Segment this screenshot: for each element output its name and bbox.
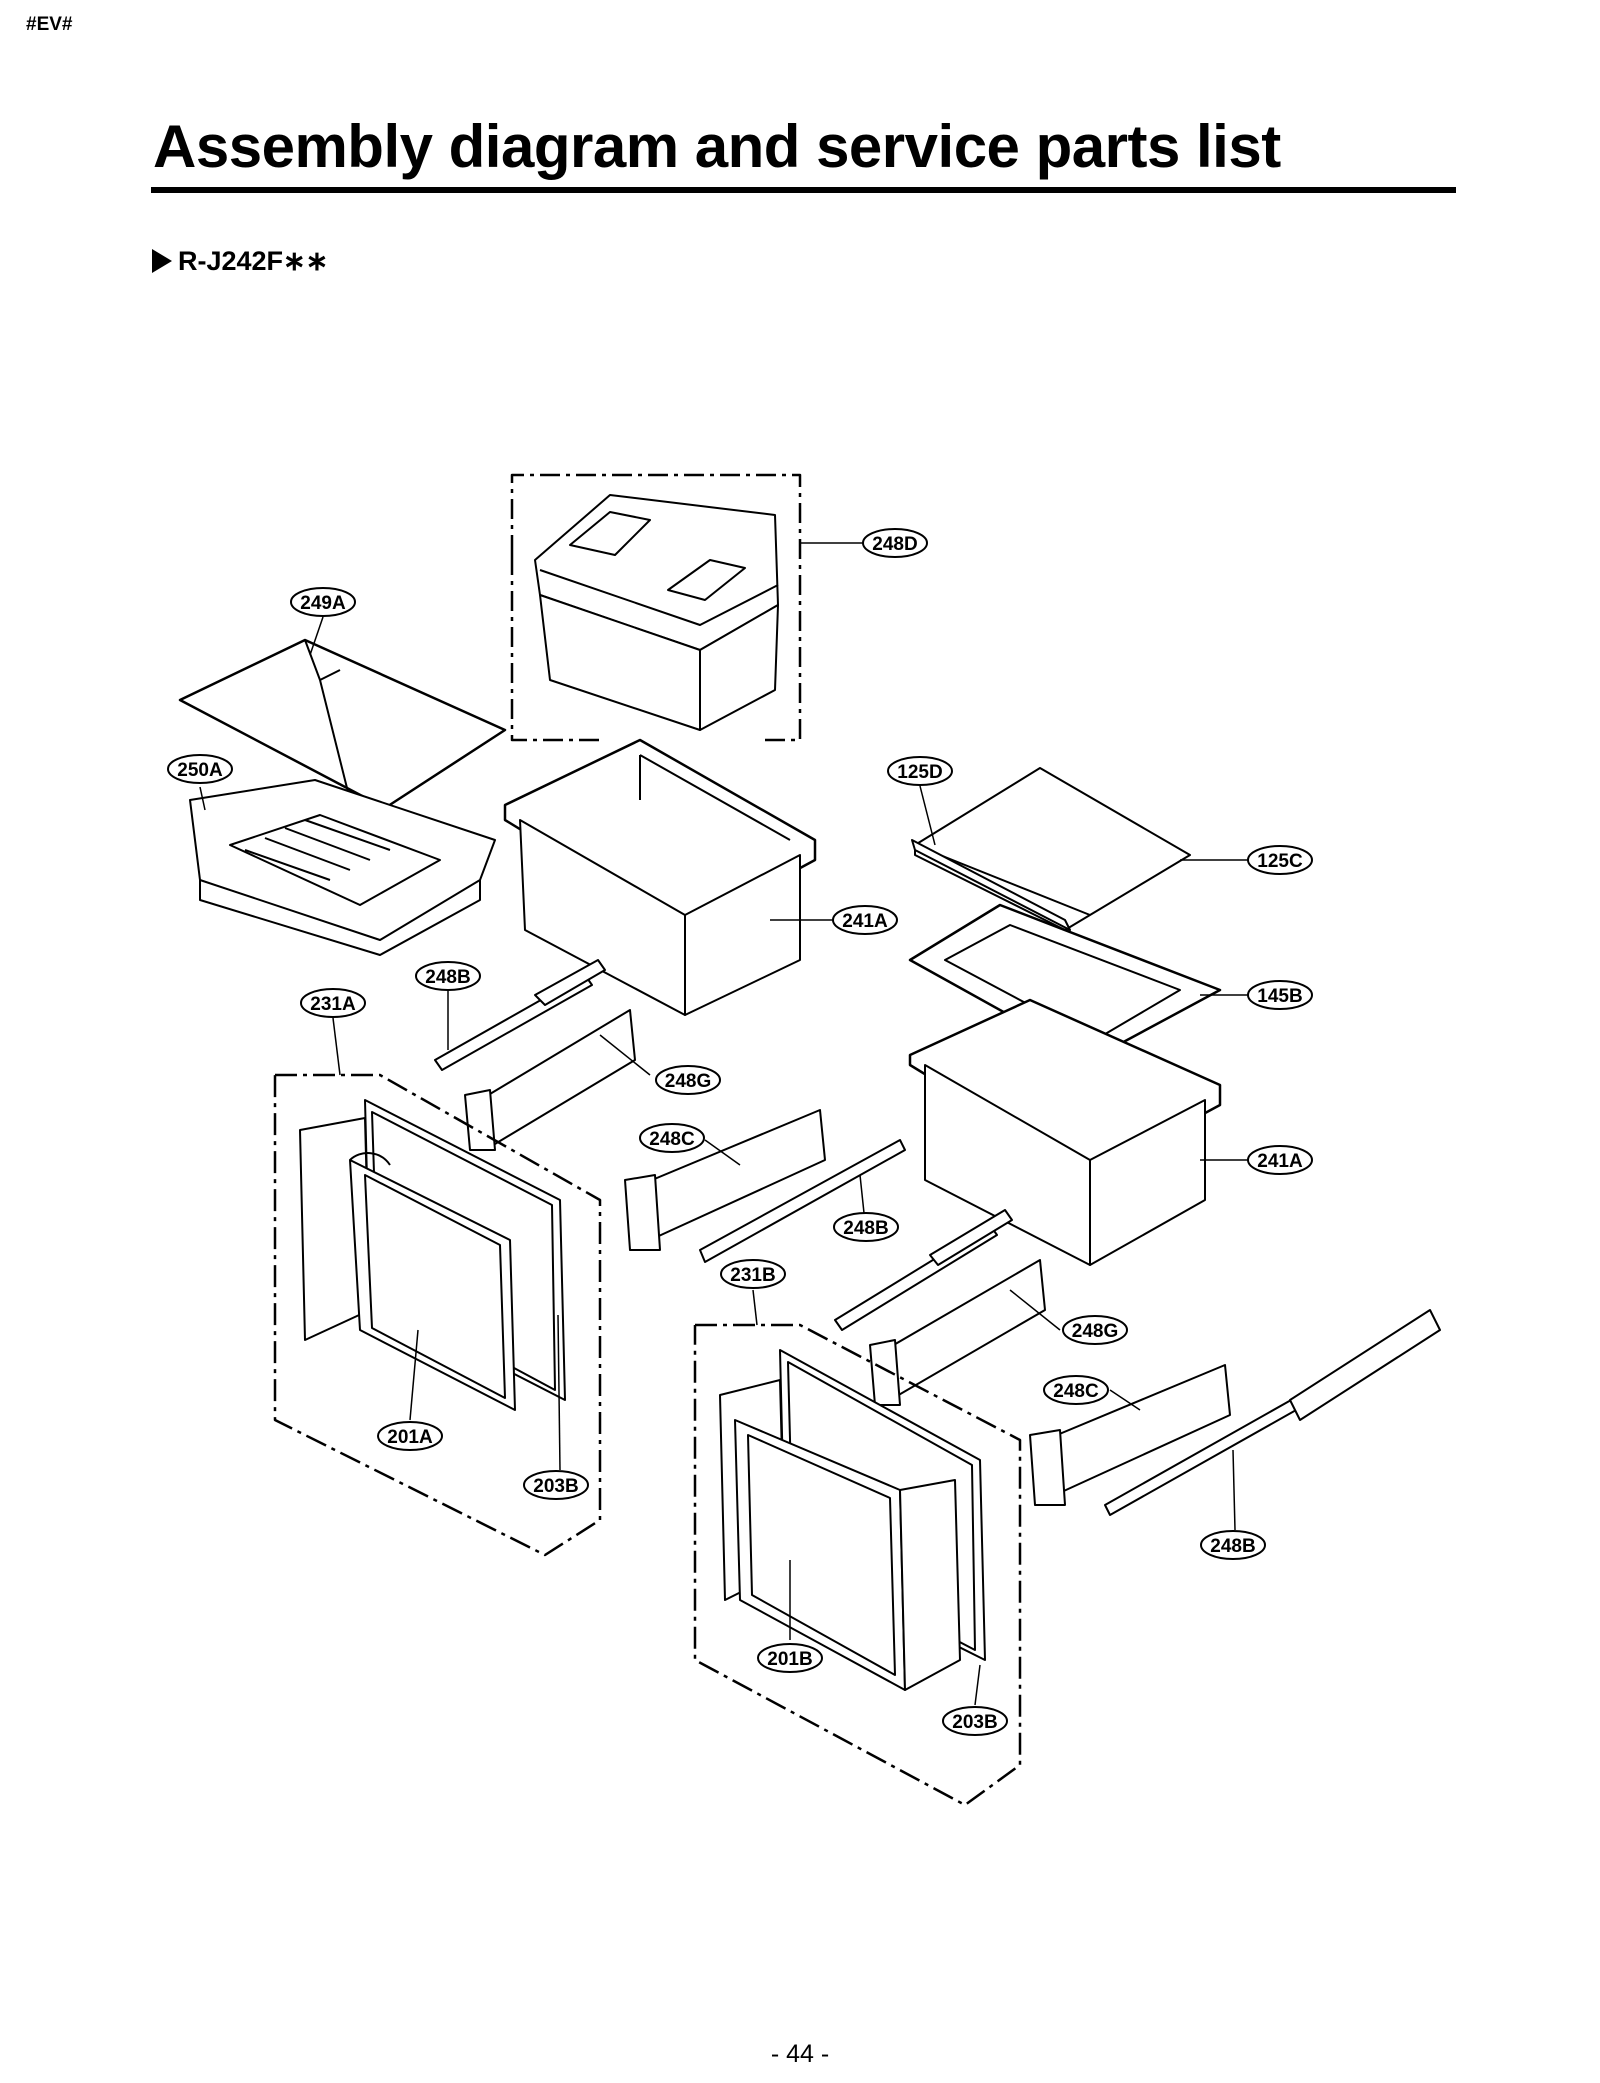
callout-248G-right: 248G [1072,1321,1118,1342]
part-231B-door-assembly [693,1323,1022,1807]
part-241A-upper-bin [503,738,817,1016]
part-125C-shelf [914,767,1191,931]
callout-201B: 201B [767,1649,812,1670]
part-125D-shelf-trim [911,839,1071,931]
callout-248D: 248D [872,534,917,555]
model-number: R-J242F∗∗ [178,246,329,276]
page-number: - 44 - [770,2040,830,2068]
part-248G-right-rail [869,1259,1046,1406]
part-248B-mid-slide [834,1209,1013,1331]
callout-248C-right: 248C [1053,1381,1099,1402]
part-250A-basket [189,779,496,956]
title-underline [151,187,1456,193]
callout-248C-left: 248C [649,1129,695,1150]
callout-203B-left: 203B [533,1476,578,1497]
callout-248B-left: 248B [425,967,470,988]
part-248D-container-with-lid [510,473,802,742]
page-title: Assembly diagram and service parts list [153,113,1281,180]
callout-201A: 201A [387,1427,433,1448]
callout-231A: 231A [310,994,356,1015]
callout-241A-top: 241A [842,911,888,932]
part-249A-cover [178,638,507,810]
callout-248B-mid: 248B [843,1218,888,1239]
callout-248B-right: 248B [1210,1536,1255,1557]
model-heading: R-J242F∗∗ [152,246,328,277]
part-248G-left-rail [464,1009,636,1151]
callout-241A-right: 241A [1257,1151,1303,1172]
part-248B-left-slide [434,959,606,1071]
play-triangle-icon [152,249,172,273]
callout-248G-left: 248G [665,1071,711,1092]
callout-203B-right: 203B [952,1712,997,1733]
part-248C-right-rail [1029,1309,1441,1516]
callout-125D: 125D [897,762,942,783]
callout-231B: 231B [730,1265,775,1286]
part-231A-door-assembly [273,1073,602,1557]
callout-250A: 250A [177,760,223,781]
callout-ovals [167,528,1313,1736]
document-tag: #EV# [26,14,73,35]
part-241A-lower-bin [908,998,1222,1266]
callout-145B: 145B [1257,986,1302,1007]
part-248C-left-rail [624,1109,906,1263]
leader-lines [199,542,1250,1706]
callout-249A: 249A [300,593,346,614]
callout-125C: 125C [1257,851,1303,872]
